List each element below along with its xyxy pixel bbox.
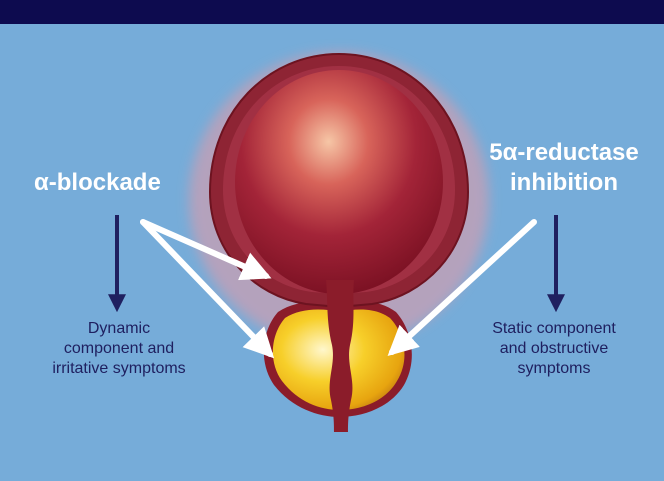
alpha-blockade-label: α-blockade [34, 168, 161, 198]
left-effect-line: component and [37, 339, 201, 359]
right-effect-text: Static component and obstructive symptom… [472, 319, 636, 379]
left-effect-line: irritative symptoms [37, 359, 201, 379]
right-effect-line: symptoms [472, 359, 636, 379]
reductase-prefix: 5 [489, 139, 502, 166]
reductase-text: -reductase [517, 139, 638, 166]
left-effect-text: Dynamic component and irritative symptom… [37, 319, 201, 379]
alpha-symbol: α [34, 169, 49, 196]
reductase-line2: inhibition [472, 168, 656, 198]
reductase-inhibition-label: 5α-reductase inhibition [472, 138, 656, 198]
left-effect-line: Dynamic [37, 319, 201, 339]
reductase-line1: 5α-reductase [472, 138, 656, 168]
bladder-lumen [235, 70, 443, 294]
right-effect-line: and obstructive [472, 339, 636, 359]
right-effect-line: Static component [472, 319, 636, 339]
reductase-alpha-symbol: α [503, 139, 518, 166]
alpha-blockade-text: -blockade [49, 169, 161, 196]
